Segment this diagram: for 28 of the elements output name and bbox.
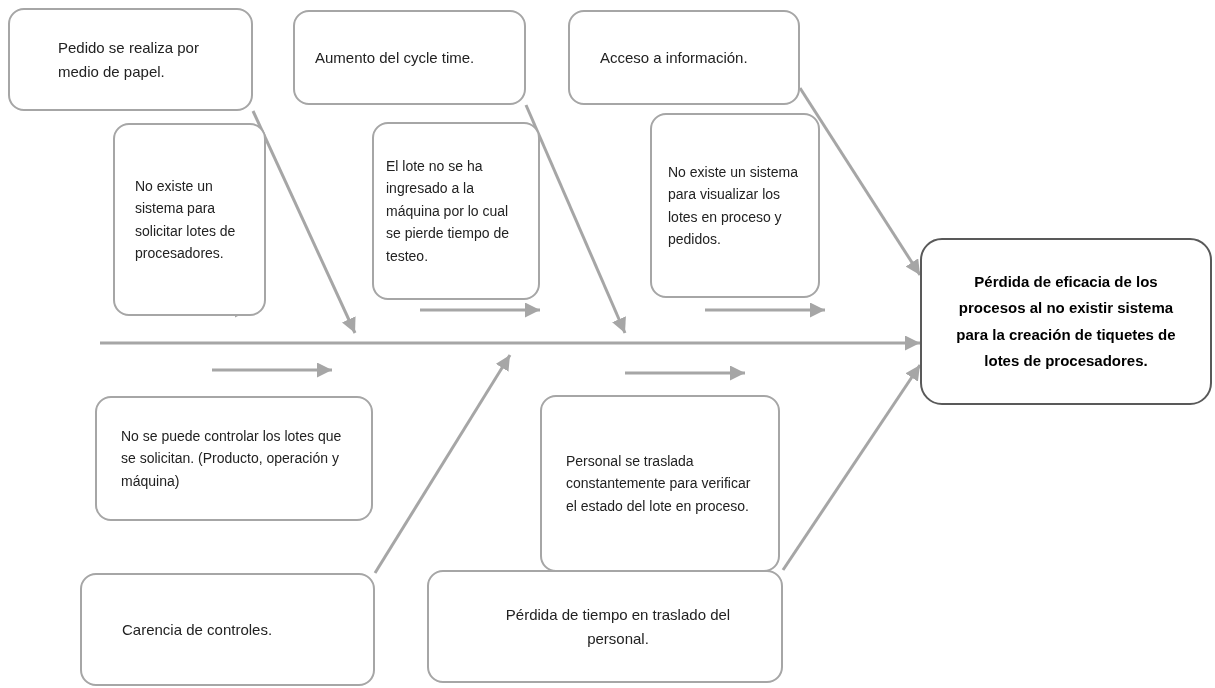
cause-text: No existe un sistema para visualizar los lotes en proceso y pedidos.: [668, 162, 799, 249]
cause-category-box: [8, 8, 253, 111]
cause-text: No existe un sistema para solicitar lotes de procesadores.: [135, 176, 237, 263]
cause-category-box: [427, 570, 783, 683]
cause-text: Acceso a información.: [600, 47, 748, 68]
cause-category-box: [293, 10, 526, 105]
arrow: [100, 335, 920, 351]
effect-text: Pérdida de eficacia de los procesos al no existir sistema para la creación de tiquetes de lotes de procesadores.: [955, 272, 1177, 371]
arrow: [373, 354, 512, 574]
arrow: [781, 364, 922, 571]
cause-box: [372, 122, 540, 300]
cause-category-box: [80, 573, 375, 686]
cause-text: Carencia de controles.: [122, 619, 273, 640]
cause-text: No se puede controlar los lotes que se solicitan. (Producto, operación y máquina): [121, 426, 343, 491]
cause-text: Personal se traslada constantemente para verificar el estado del lote en proceso.: [566, 451, 752, 516]
effect-box: [920, 238, 1212, 405]
cause-box: [650, 113, 820, 298]
cause-text: Aumento del cycle time.: [315, 47, 475, 68]
cause-box: [540, 395, 780, 572]
arrow: [251, 110, 357, 334]
arrow: [524, 104, 627, 334]
cause-text: Pedido se realiza por medio de papel.: [58, 37, 200, 82]
cause-text: El lote no se ha ingresado a la máquina por lo cual se pierde tiempo de testeo.: [386, 157, 510, 266]
cause-text: Pérdida de tiempo en traslado del personal.: [504, 604, 732, 649]
arrow: [798, 87, 922, 276]
cause-box: [95, 396, 373, 521]
cause-category-box: [568, 10, 800, 105]
cause-box: [113, 123, 266, 316]
